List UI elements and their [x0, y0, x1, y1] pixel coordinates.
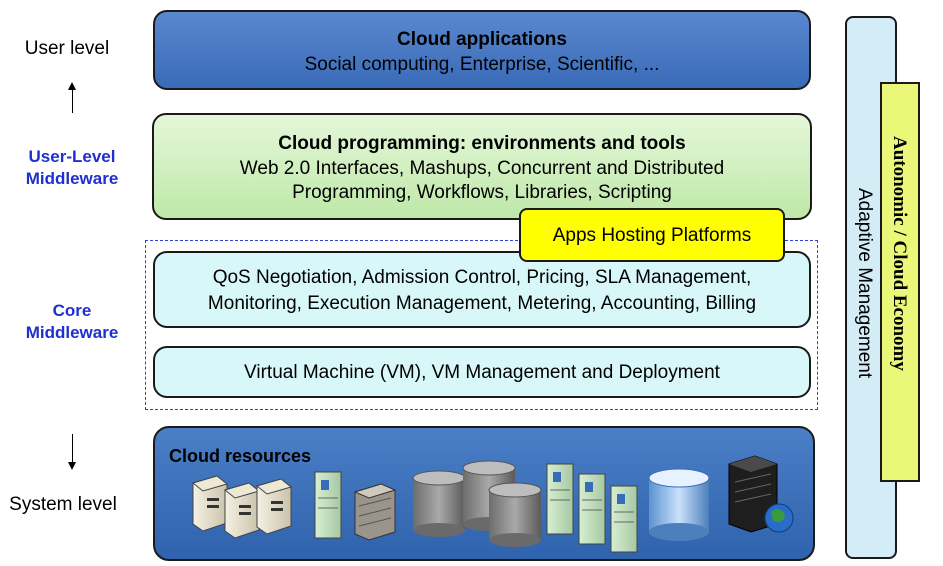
server-tower-icon [191, 475, 229, 532]
cloud-applications-layer: Cloud applications Social computing, Ent… [153, 10, 811, 90]
vm-text: Virtual Machine (VM), VM Management and … [244, 362, 720, 383]
adaptive-management-text: Adaptive Management [854, 188, 875, 379]
up-arrow-line [71, 89, 73, 113]
server-tower-icon [255, 478, 293, 535]
core-middleware-label: Core Middleware [12, 300, 132, 344]
cloud-applications-body: Social computing, Enterprise, Scientific… [304, 54, 660, 75]
user-level-label: User level [24, 38, 110, 59]
storage-cylinder-icon [488, 482, 542, 547]
server-unit-icon [546, 463, 574, 535]
qos-layer: QoS Negotiation, Admission Control, Pric… [153, 251, 811, 328]
core-middleware-line2: Middleware [25, 323, 119, 342]
system-level-label: System level [9, 494, 117, 515]
cloud-resources-title: Cloud resources [169, 446, 312, 466]
qos-line1: QoS Negotiation, Admission Control, Pric… [212, 267, 752, 288]
qos-line2: Monitoring, Execution Management, Meteri… [207, 293, 757, 314]
down-arrow-line [71, 434, 73, 462]
autonomic-cloud-economy-text: Autonomic / Cloud Economy [889, 136, 910, 371]
down-arrow-icon [68, 462, 76, 470]
user-level-middleware-label: User-Level Middleware [12, 146, 132, 190]
cloud-resources-layer: Cloud resources [153, 426, 815, 561]
user-middleware-line1: User-Level [28, 147, 116, 166]
server-unit-icon [578, 473, 606, 545]
core-middleware-frame [145, 240, 818, 410]
cloud-programming-layer: Cloud programming: environments and tool… [152, 113, 812, 220]
server-unit-icon [610, 485, 638, 553]
core-middleware-line1: Core [52, 301, 92, 320]
rack-cabinet-icon [353, 483, 397, 541]
cloud-programming-title: Cloud programming: environments and tool… [278, 133, 686, 154]
cloud-applications-title: Cloud applications [397, 29, 567, 50]
server-unit-icon [314, 471, 342, 539]
autonomic-cloud-economy-bar: Autonomic / Cloud Economy [880, 82, 920, 482]
apps-hosting-platforms: Apps Hosting Platforms [519, 208, 785, 262]
user-middleware-line2: Middleware [25, 169, 119, 188]
storage-cylinder-icon [412, 470, 466, 537]
up-arrow-icon [68, 82, 76, 90]
cloud-resources-icons [191, 455, 794, 553]
globe-server-icon [728, 455, 794, 533]
cloud-programming-body-line2: Programming, Workflows, Libraries, Scrip… [292, 182, 672, 203]
cloud-programming-body-line1: Web 2.0 Interfaces, Mashups, Concurrent … [239, 158, 725, 179]
vm-layer: Virtual Machine (VM), VM Management and … [153, 346, 811, 398]
database-icon [648, 468, 710, 541]
server-tower-icon [223, 482, 261, 539]
